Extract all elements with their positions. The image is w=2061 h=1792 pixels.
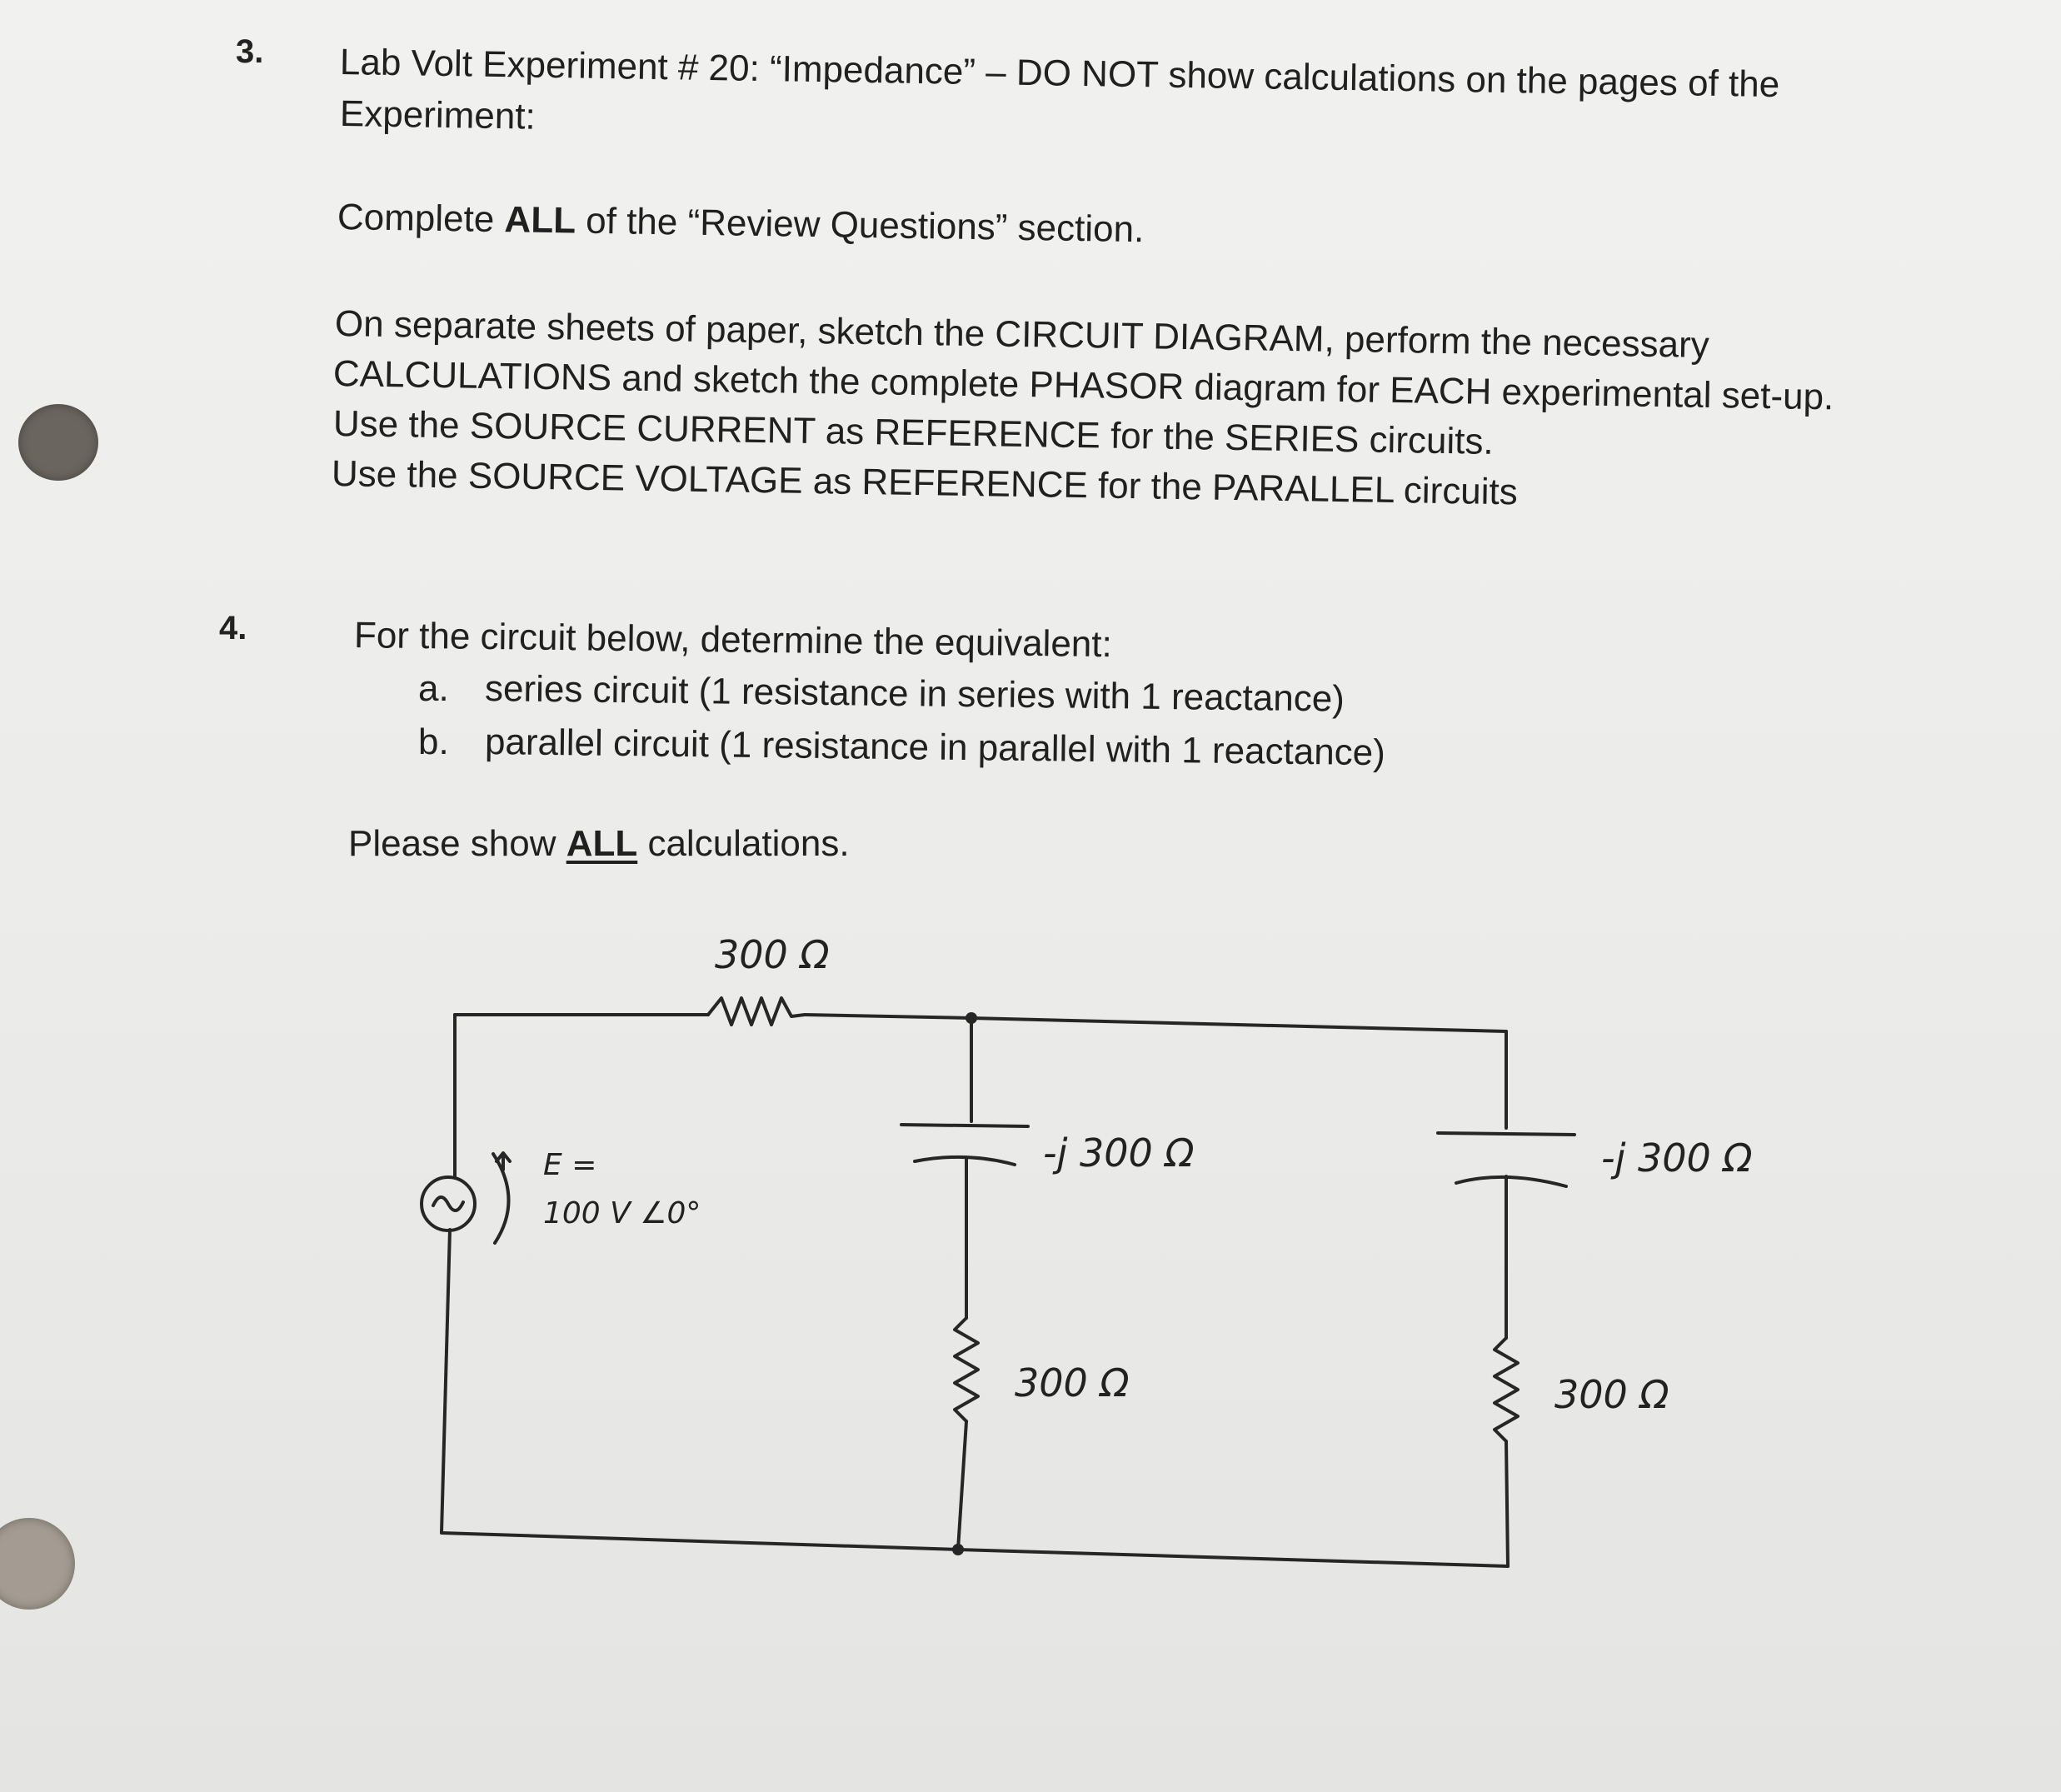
ac-source-symbol bbox=[420, 1176, 477, 1232]
source-label-line-1: E = bbox=[543, 1148, 596, 1182]
branch2-resistor-symbol bbox=[1493, 1336, 1520, 1443]
show-emphasis: ALL bbox=[566, 823, 638, 864]
branch2-wire-bottom bbox=[1505, 1440, 1510, 1568]
question-4-show-work: Please show ALL calculations. bbox=[348, 823, 850, 865]
branch1-capacitor-plate-top bbox=[900, 1123, 1030, 1128]
question-3-number: 3. bbox=[236, 33, 264, 70]
left-wire-bottom bbox=[440, 1228, 452, 1535]
source-polarity-arc bbox=[492, 1152, 511, 1245]
source-arrow bbox=[495, 1151, 512, 1171]
question-4-number: 4. bbox=[219, 610, 247, 646]
list-marker-a: a. bbox=[418, 668, 449, 709]
branch2-capacitor-plate-top bbox=[1436, 1131, 1576, 1136]
branch1-wire-bottom bbox=[956, 1420, 968, 1551]
top-junction-node bbox=[966, 1012, 977, 1024]
series-resistor-label: 300 Ω bbox=[715, 932, 830, 977]
bottom-junction-node bbox=[952, 1544, 964, 1555]
branch2-capacitor-label: -j 300 Ω bbox=[1601, 1136, 1753, 1181]
top-wire-right bbox=[803, 1013, 1508, 1033]
list-marker-b: b. bbox=[418, 721, 449, 762]
branch1-resistor-label: 300 Ω bbox=[1015, 1360, 1130, 1405]
branch2-capacitor-plate-bottom bbox=[1455, 1175, 1568, 1188]
branch1-capacitor-label: -j 300 Ω bbox=[1043, 1131, 1195, 1176]
branch1-capacitor-plate-bottom bbox=[913, 1155, 1016, 1166]
bottom-wire bbox=[440, 1531, 1510, 1568]
ac-sine-symbol bbox=[432, 1195, 465, 1212]
show-text-end: calculations. bbox=[637, 823, 850, 864]
punch-hole bbox=[18, 404, 98, 481]
branch2-resistor-label: 300 Ω bbox=[1554, 1372, 1669, 1417]
source-label-line-2: 100 V ∠0° bbox=[543, 1196, 701, 1230]
branch1-resistor-symbol bbox=[953, 1316, 980, 1423]
show-text-start: Please show bbox=[348, 823, 566, 864]
series-resistor-symbol bbox=[706, 996, 806, 1026]
punch-hole bbox=[0, 1518, 75, 1610]
